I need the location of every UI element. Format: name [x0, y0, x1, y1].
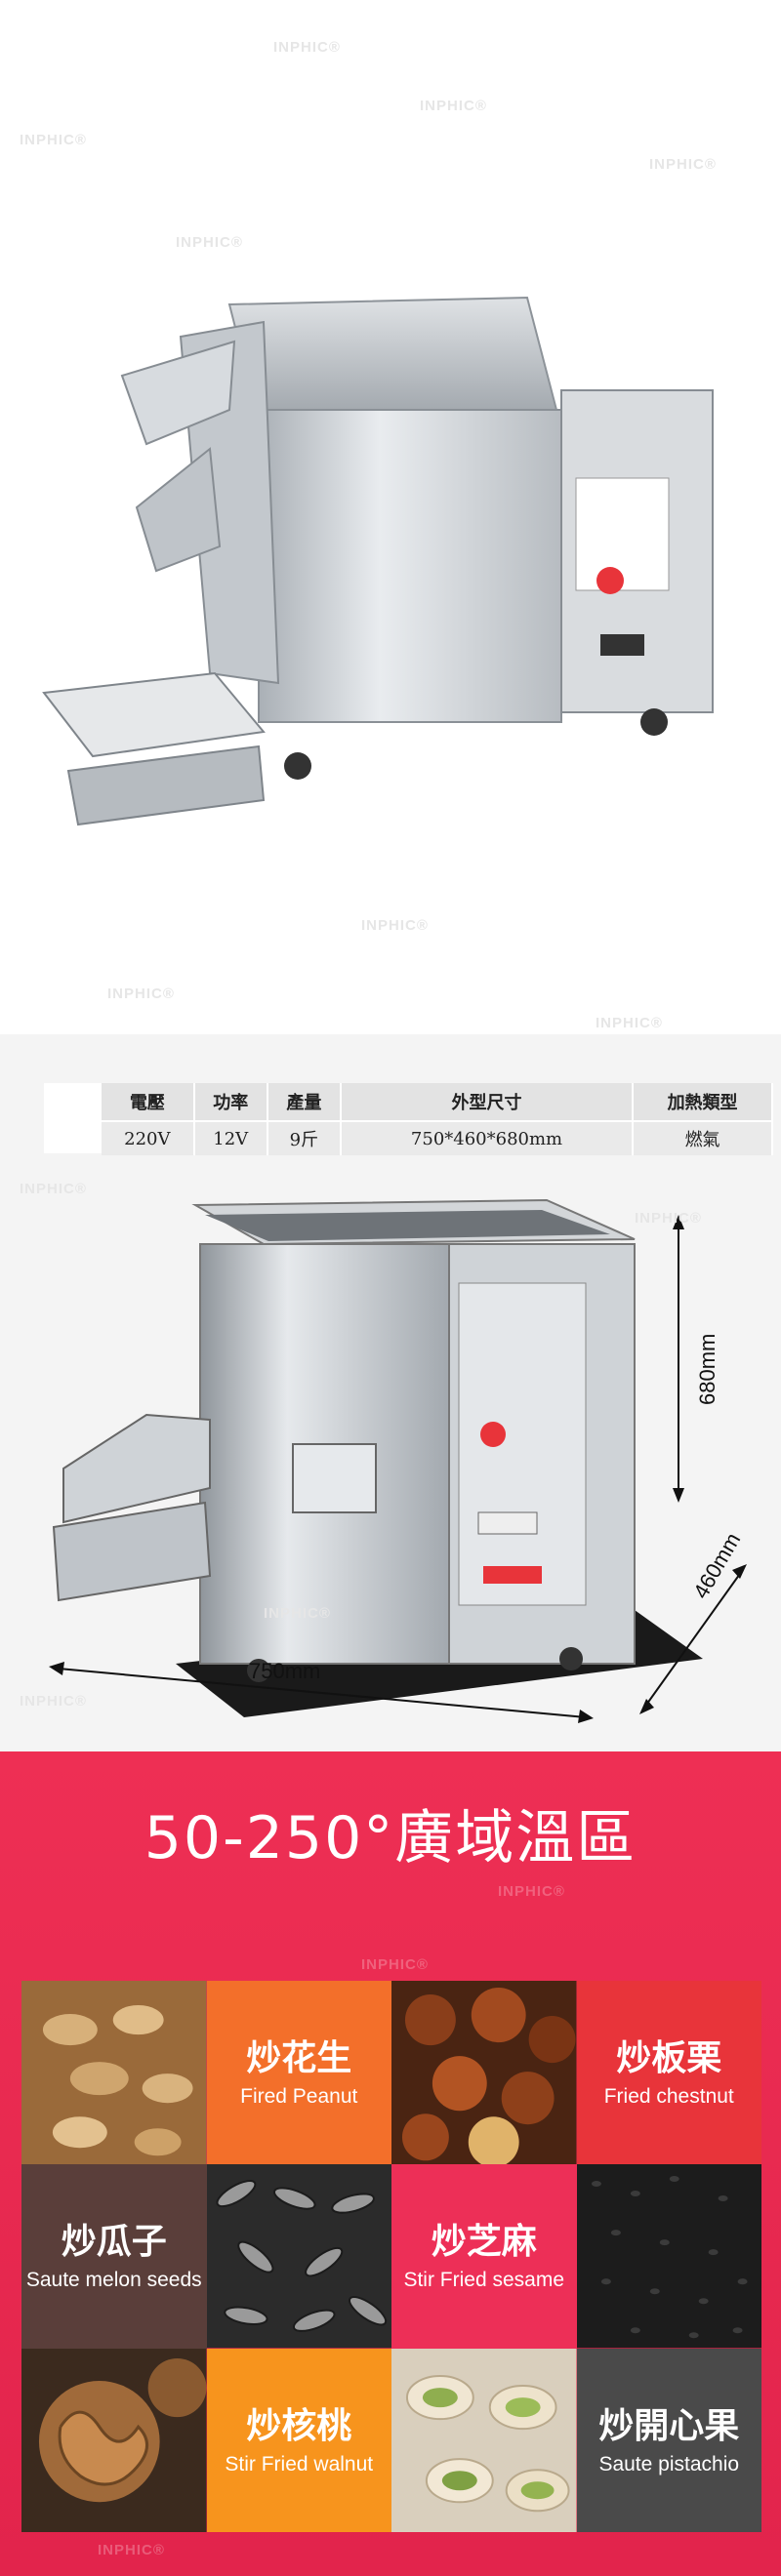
temperature-range-title: 50-250°廣域溫區: [144, 1804, 637, 1872]
food-label-chestnut: 炒板栗 Fried chestnut: [576, 1981, 761, 2165]
roaster-machine-illustration: [42, 296, 714, 826]
watermark: INPHIC®: [498, 1883, 565, 1900]
food-en-name: Stir Fried walnut: [225, 2452, 374, 2475]
watermark: INPHIC®: [264, 1605, 331, 1622]
food-cn-name: 炒芝麻: [431, 2222, 537, 2263]
food-cn-name: 炒瓜子: [61, 2222, 167, 2263]
spec-header-heating: 加熱類型: [633, 1083, 773, 1121]
spec-value-output: 9斤: [267, 1120, 342, 1155]
food-label-sesame: 炒芝麻 Stir Fried sesame: [391, 2164, 577, 2349]
food-cn-name: 炒花生: [246, 2038, 352, 2078]
food-cn-name: 炒板栗: [616, 2038, 722, 2078]
watermark: INPHIC®: [20, 1181, 87, 1197]
chestnut-image: [391, 1981, 577, 2165]
pistachio-image: [391, 2348, 577, 2532]
product-hero: INPHIC® INPHIC® INPHIC® INPHIC® INPHIC® …: [0, 0, 781, 1034]
spec-header-voltage: 電壓: [102, 1083, 195, 1121]
food-label-melon-seeds: 炒瓜子 Saute melon seeds: [21, 2164, 207, 2349]
walnut-image: [21, 2348, 207, 2532]
spec-table: 電壓 功率 產量 外型尺寸 加熱類型 220V 12V 9斤 750*460*6…: [102, 1083, 773, 1155]
spec-header-size: 外型尺寸: [340, 1083, 635, 1121]
food-en-name: Stir Fried sesame: [403, 2269, 565, 2292]
food-cn-name: 炒核桃: [246, 2405, 352, 2446]
sunflower-seeds-image: [206, 2164, 391, 2349]
watermark: INPHIC®: [20, 1693, 87, 1710]
watermark: INPHIC®: [273, 39, 341, 56]
watermark: INPHIC®: [635, 1210, 702, 1227]
watermark: INPHIC®: [596, 1015, 663, 1031]
spec-header-output: 產量: [267, 1083, 342, 1121]
watermark: INPHIC®: [361, 1956, 429, 1973]
spec-value-heating: 燃氣: [633, 1120, 773, 1155]
width-dimension-label: 750mm: [249, 1659, 321, 1683]
food-grid: 炒花生 Fired Peanut 炒板栗 Fried chestnut 炒瓜子 …: [21, 1981, 761, 2532]
watermark: INPHIC®: [361, 917, 429, 934]
food-label-peanut: 炒花生 Fired Peanut: [206, 1981, 391, 2165]
spec-value-size: 750*460*680mm: [340, 1120, 635, 1155]
specification-section: 電壓 功率 產量 外型尺寸 加熱類型 220V 12V 9斤 750*460*6…: [0, 1034, 781, 1751]
food-en-name: Fried chestnut: [603, 2085, 734, 2109]
food-label-pistachio: 炒開心果 Saute pistachio: [576, 2348, 761, 2532]
temperature-range-section: 50-250°廣域溫區 炒花生 Fired Peanut 炒板栗: [0, 1751, 781, 2576]
watermark: INPHIC®: [98, 2542, 165, 2558]
food-en-name: Fired Peanut: [240, 2085, 358, 2109]
spec-value-row: 220V 12V 9斤 750*460*680mm 燃氣: [102, 1120, 773, 1155]
watermark: INPHIC®: [649, 156, 717, 173]
food-en-name: Saute melon seeds: [25, 2269, 202, 2292]
spec-table-blank: [44, 1083, 103, 1153]
watermark: INPHIC®: [420, 98, 487, 114]
watermark: INPHIC®: [107, 986, 175, 1002]
watermark: INPHIC®: [176, 234, 243, 251]
food-en-name: Saute pistachio: [598, 2452, 740, 2475]
food-label-walnut: 炒核桃 Stir Fried walnut: [206, 2348, 391, 2532]
watermark: INPHIC®: [20, 132, 87, 148]
spec-value-power: 12V: [193, 1120, 268, 1155]
black-sesame-image: [576, 2164, 761, 2349]
cooling-tray-illustration: [49, 1198, 747, 1723]
spec-header-power: 功率: [193, 1083, 268, 1121]
height-dimension-label: 680mm: [695, 1333, 719, 1405]
spec-header-row: 電壓 功率 產量 外型尺寸 加熱類型: [102, 1083, 773, 1121]
spec-value-voltage: 220V: [102, 1120, 195, 1155]
food-cn-name: 炒開心果: [598, 2405, 740, 2446]
peanut-image: [21, 1981, 207, 2165]
